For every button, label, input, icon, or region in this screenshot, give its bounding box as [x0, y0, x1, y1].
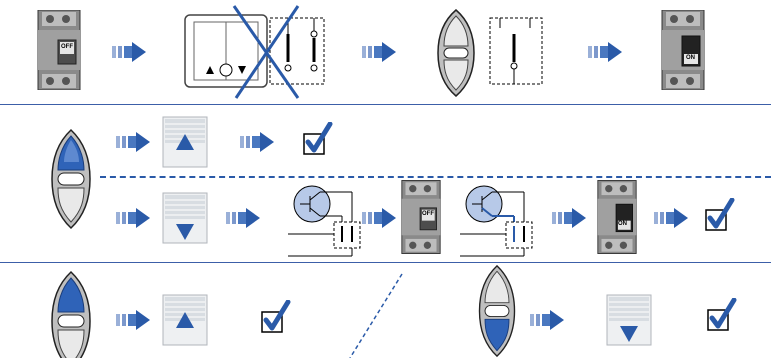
- arrow-right-icon: [112, 42, 148, 67]
- crossed-out-icon: [228, 4, 304, 105]
- shutter-down-icon: [606, 294, 652, 351]
- motor-wiring-diagram-icon: [456, 182, 536, 263]
- checkmark-box-icon: [302, 121, 334, 161]
- remote-up-pressed-icon: [50, 128, 92, 235]
- separator-top: [0, 104, 771, 105]
- remote-down-pressed-icon: [476, 264, 518, 363]
- breaker-off-label: OFF: [61, 44, 73, 50]
- checkmark-box-icon: [706, 297, 738, 337]
- checkmark-box-icon: [260, 299, 292, 339]
- shutter-down-icon: [162, 192, 208, 249]
- breaker-on-label: ON: [686, 55, 695, 61]
- remote-up-pressed-icon: [50, 270, 92, 363]
- arrow-right-icon: [116, 208, 152, 233]
- arrow-right-icon: [362, 208, 398, 233]
- switch-schematic-icon: [488, 14, 544, 93]
- separator-bottom: [0, 262, 771, 263]
- arrow-right-icon: [240, 132, 276, 157]
- circuit-breaker-off-icon: OFF: [36, 9, 82, 91]
- arrow-right-icon: [116, 310, 152, 335]
- circuit-breaker-on-icon: ON: [660, 9, 706, 91]
- arrow-right-icon: [588, 42, 624, 67]
- arrow-right-icon: [530, 310, 566, 335]
- arrow-right-icon: [552, 208, 588, 233]
- arrow-right-icon: [362, 42, 398, 67]
- arrow-right-icon: [226, 208, 262, 233]
- diagonal-divider: [349, 273, 403, 358]
- circuit-breaker-on-icon: ON: [596, 180, 638, 254]
- motor-wiring-diagram-icon: [284, 182, 364, 263]
- shutter-up-icon: [162, 294, 208, 351]
- circuit-breaker-off-icon: OFF: [400, 180, 442, 254]
- separator-middle-dashed: [100, 176, 771, 178]
- arrow-right-icon: [116, 132, 152, 157]
- remote-control-icon: [436, 8, 476, 103]
- shutter-up-icon: [162, 116, 208, 173]
- checkmark-box-icon: [704, 197, 736, 237]
- breaker-on-label: ON: [618, 221, 627, 227]
- breaker-off-label: OFF: [422, 211, 434, 217]
- arrow-right-icon: [654, 208, 690, 233]
